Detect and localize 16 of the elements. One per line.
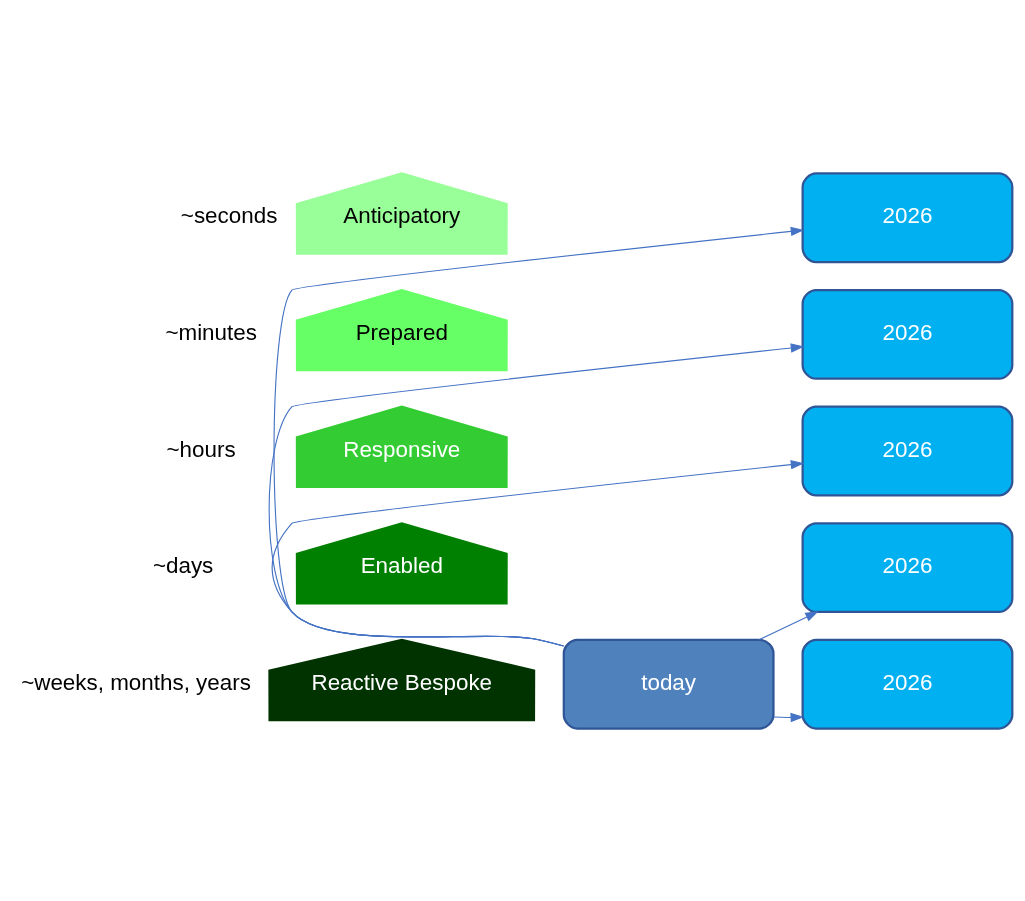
node-label: ~hours (166, 436, 236, 462)
node-label: ~minutes (165, 319, 257, 345)
node-box: 2026 (801, 288, 1014, 380)
node-box: today (562, 638, 775, 730)
node-label: ~seconds (180, 202, 278, 228)
node-box: 2026 (801, 405, 1014, 496)
node-label: ~days (152, 552, 214, 578)
node-box: 2026 (801, 521, 1014, 613)
node-box: 2026 (801, 638, 1014, 730)
arrow (273, 226, 805, 646)
node-label: ~weeks, months, years (21, 669, 251, 695)
arrow (758, 610, 819, 640)
arrow (268, 342, 805, 646)
arrow (773, 712, 805, 722)
arrow (271, 459, 805, 646)
node-box: 2026 (801, 171, 1014, 263)
